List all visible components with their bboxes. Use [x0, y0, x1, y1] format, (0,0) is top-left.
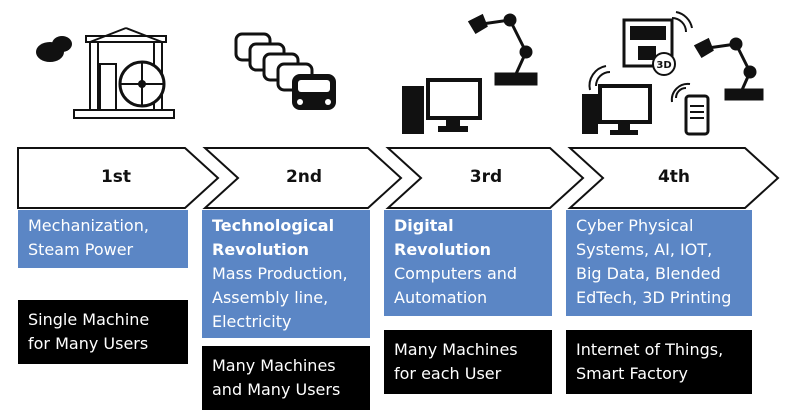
tech-box-1st: Mechanization, Steam Power — [18, 210, 188, 268]
usage-box-2nd: Many Machines and Many Users — [202, 346, 370, 410]
usage-line: for Many Users — [28, 334, 149, 353]
tech-line: Electricity — [212, 312, 292, 331]
tech-line: EdTech, 3D Printing — [576, 288, 732, 307]
usage-line: and Many Users — [212, 380, 341, 399]
chevron-4th — [567, 147, 780, 209]
cars-assembly-icon — [232, 30, 342, 120]
stage-label-1st: 1st — [100, 167, 132, 187]
usage-line: Many Machines — [394, 340, 518, 359]
chevron-1st — [17, 147, 220, 209]
tech-line: Computers and — [394, 264, 518, 283]
printer-3d-badge: 3D — [656, 60, 671, 71]
tech-title: Technological — [212, 216, 335, 235]
usage-line: Single Machine — [28, 310, 150, 329]
stage-label-2nd: 2nd — [285, 167, 323, 187]
cyber-physical-icon: 3D — [578, 6, 778, 144]
tech-line: Systems, AI, IOT, — [576, 240, 713, 259]
steam-engine-icon — [30, 14, 180, 124]
usage-line: Smart Factory — [576, 364, 688, 383]
tech-box-3rd: Digital Revolution Computers and Automat… — [384, 210, 552, 316]
tech-line: Automation — [394, 288, 488, 307]
tech-title: Revolution — [394, 240, 491, 259]
tech-line: Cyber Physical — [576, 216, 694, 235]
stage-label-3rd: 3rd — [469, 167, 503, 187]
usage-box-1st: Single Machine for Many Users — [18, 300, 188, 364]
chevron-3rd — [385, 147, 585, 209]
tech-box-4th: Cyber Physical Systems, AI, IOT, Big Dat… — [566, 210, 752, 316]
tech-title: Digital — [394, 216, 454, 235]
usage-line: Many Machines — [212, 356, 336, 375]
usage-box-4th: Internet of Things, Smart Factory — [566, 330, 752, 394]
tech-line: Mass Production, — [212, 264, 348, 283]
chevron-2nd — [202, 147, 403, 209]
tech-line: Steam Power — [28, 240, 134, 259]
tech-line: Assembly line, — [212, 288, 329, 307]
computer-robot-arm-icon — [398, 8, 558, 140]
usage-box-3rd: Many Machines for each User — [384, 330, 552, 394]
usage-line: Internet of Things, — [576, 340, 724, 359]
tech-line: Mechanization, — [28, 216, 149, 235]
usage-line: for each User — [394, 364, 502, 383]
stage-label-4th: 4th — [657, 167, 691, 187]
tech-line: Big Data, Blended — [576, 264, 721, 283]
tech-title: Revolution — [212, 240, 309, 259]
tech-box-2nd: Technological Revolution Mass Production… — [202, 210, 370, 338]
